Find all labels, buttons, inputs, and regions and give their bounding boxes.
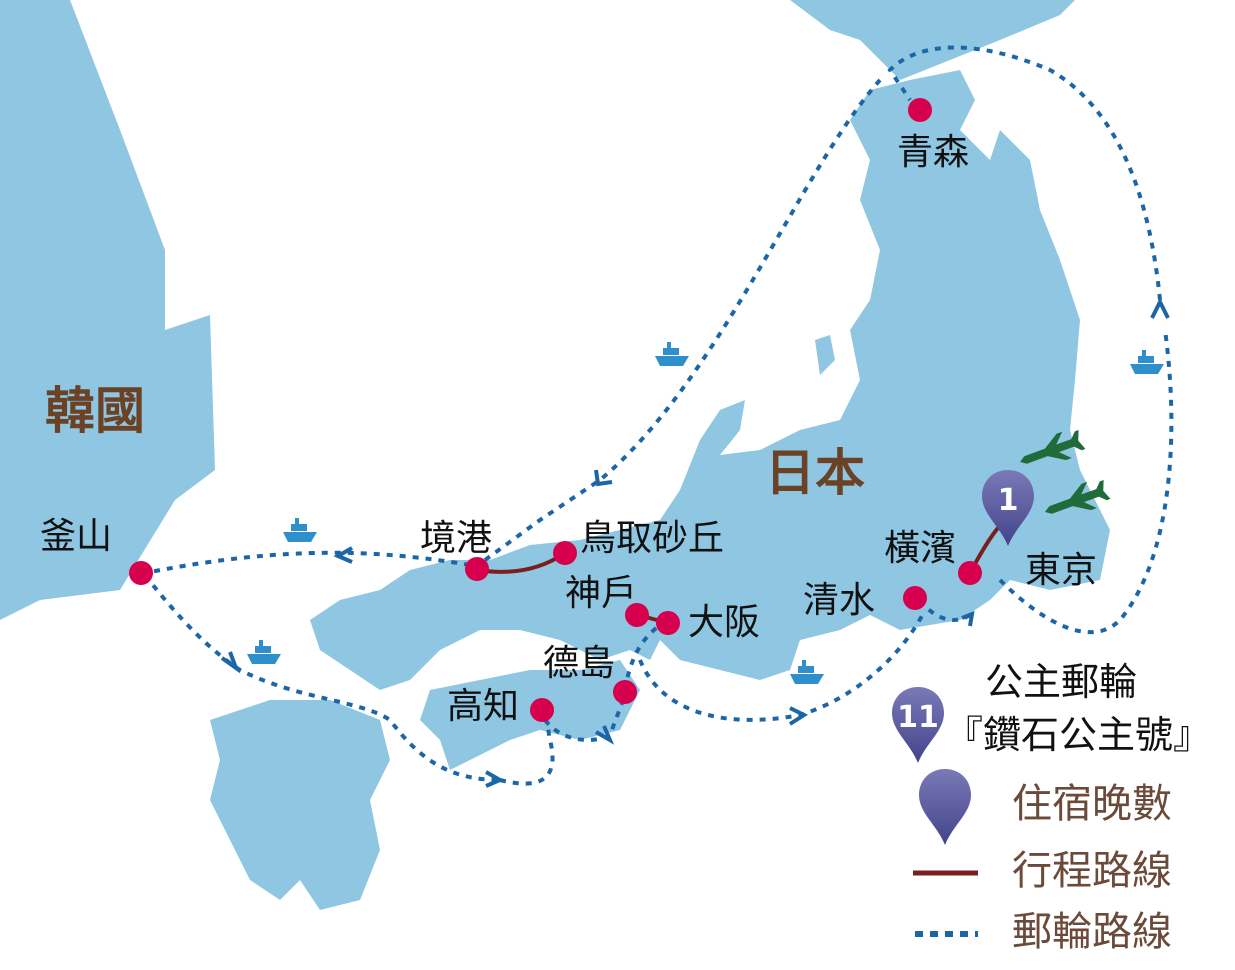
honshu-landmass bbox=[310, 70, 1110, 690]
city-label-kobe: 神戶 bbox=[565, 573, 637, 614]
country-label-korea: 韓國 bbox=[45, 382, 145, 440]
ship-icon bbox=[790, 660, 824, 684]
legend-itinerary: 行程路線 bbox=[1012, 848, 1172, 894]
shikoku-landmass bbox=[420, 660, 640, 770]
legend-cruise-route: 郵輪路線 bbox=[1012, 909, 1172, 955]
city-dot-osaka[interactable] bbox=[656, 611, 680, 635]
city-dot-yokohama[interactable] bbox=[958, 561, 982, 585]
ship-icon bbox=[1130, 350, 1164, 374]
island bbox=[815, 335, 835, 375]
city-dot-kobe[interactable] bbox=[625, 603, 649, 627]
country-label-japan: 日本 bbox=[765, 444, 865, 502]
city-label-tokyo: 東京 bbox=[1025, 550, 1097, 591]
cruise-name-line2: 『鑽石公主號』 bbox=[945, 713, 1211, 757]
city-dot-kochi[interactable] bbox=[530, 698, 554, 722]
city-label-osaka: 大阪 bbox=[688, 602, 760, 643]
city-dot-sakaiminato[interactable] bbox=[465, 557, 489, 581]
city-label-sakaiminato: 境港 bbox=[420, 518, 492, 559]
city-dot-shimizu[interactable] bbox=[903, 586, 927, 610]
ship-icon bbox=[655, 342, 689, 366]
city-label-tottori: 鳥取砂丘 bbox=[580, 518, 724, 559]
legend-nights: 住宿晚數 bbox=[1012, 781, 1172, 827]
city-label-yokohama: 橫濱 bbox=[884, 528, 956, 569]
kyushu-landmass bbox=[210, 700, 390, 910]
cruise-nights-count: 11 bbox=[897, 700, 939, 735]
city-markers bbox=[129, 98, 982, 722]
hokkaido-landmass bbox=[790, 0, 1075, 80]
korea-landmass bbox=[0, 0, 215, 620]
island bbox=[650, 620, 800, 680]
legend: 住宿晚數 行程路線 郵輪路線 bbox=[913, 769, 1172, 955]
city-label-busan: 釜山 bbox=[40, 516, 112, 557]
city-dot-tottori[interactable] bbox=[553, 541, 577, 565]
ship-icon bbox=[247, 640, 281, 664]
city-dot-tokushima[interactable] bbox=[613, 680, 637, 704]
city-label-tokushima: 德島 bbox=[543, 643, 615, 684]
city-dot-busan[interactable] bbox=[129, 561, 153, 585]
city-label-aomori: 青森 bbox=[897, 132, 969, 173]
cruise-route bbox=[143, 45, 1174, 788]
city-label-kochi: 高知 bbox=[447, 686, 519, 727]
city-dot-aomori[interactable] bbox=[908, 98, 932, 122]
ship-icon bbox=[283, 518, 317, 542]
location-pin-icon bbox=[919, 769, 971, 845]
cruise-name-line1: 公主郵輪 bbox=[985, 660, 1137, 704]
city-label-shimizu: 清水 bbox=[803, 580, 875, 621]
tokyo-nights-count: 1 bbox=[998, 483, 1019, 518]
